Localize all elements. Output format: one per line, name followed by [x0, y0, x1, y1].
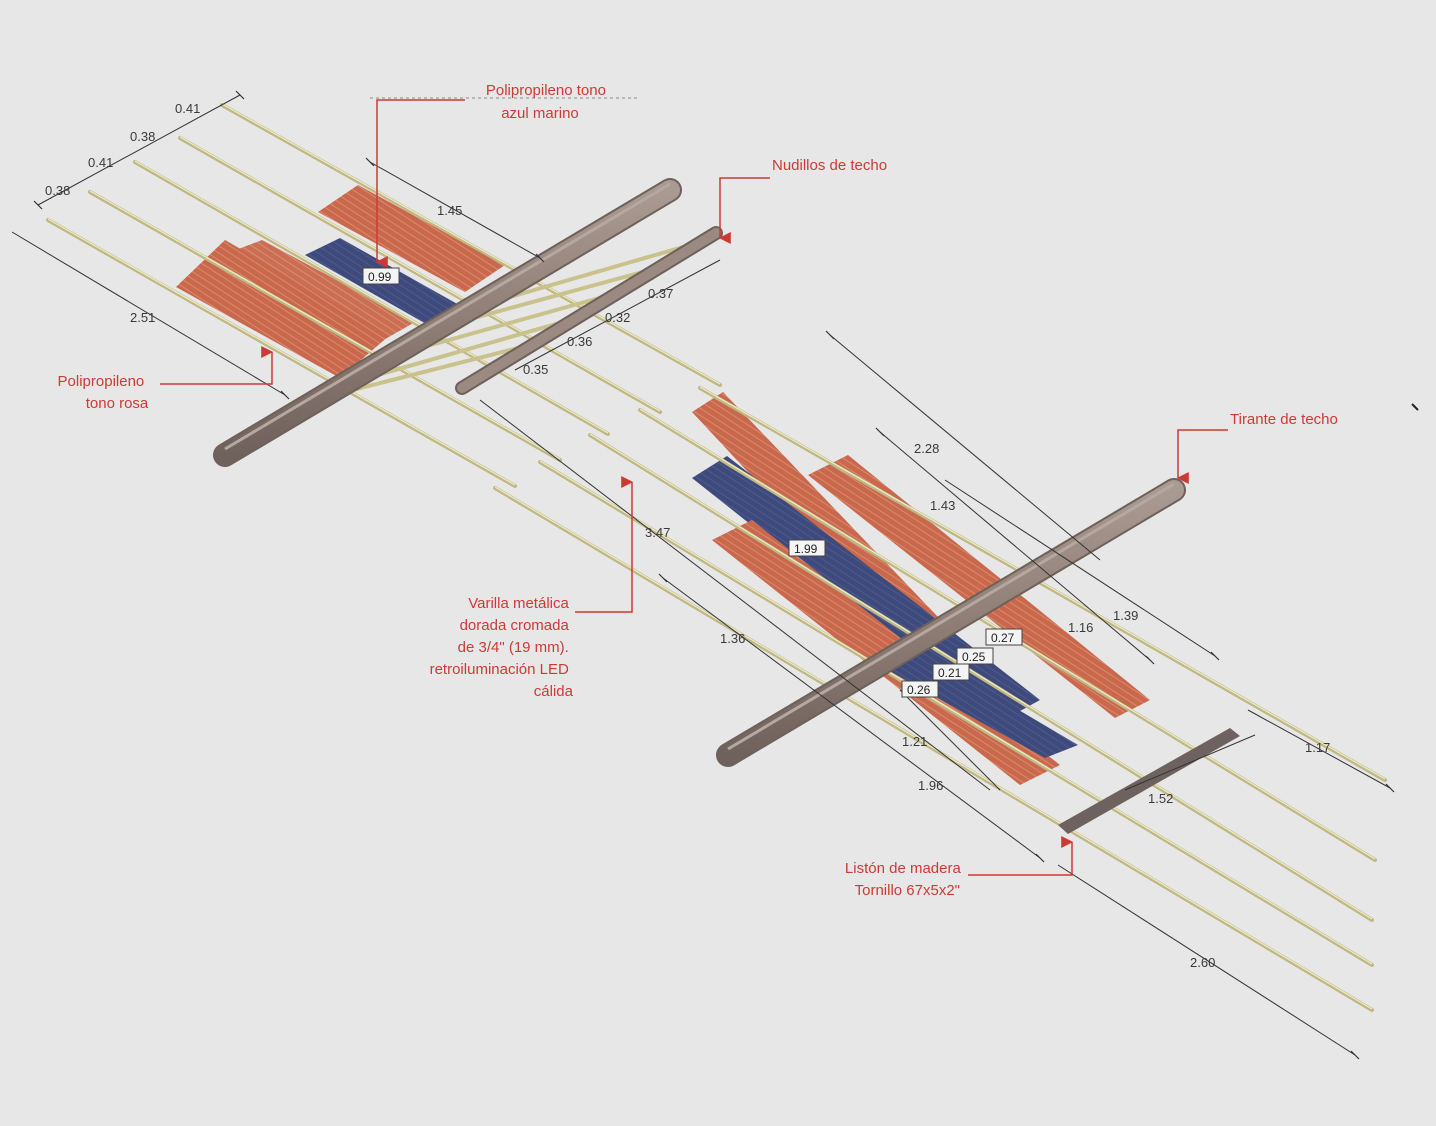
leader-nudillos	[718, 177, 770, 244]
dim-0-41: 0.41	[88, 155, 113, 170]
dim-1-17: 1.17	[1305, 740, 1330, 755]
dim-0-38: 0.38	[45, 183, 70, 198]
dim-1-43: 1.43	[930, 498, 955, 513]
dim-2-60: 2.60	[1190, 955, 1215, 970]
leader-liston	[968, 836, 1074, 876]
boxed-dimensions: 0.99 1.99 0.27 0.25 0.21 0.26	[362, 267, 1023, 698]
label-tirante: Tirante de techo	[1230, 411, 1338, 428]
dimension-ticks	[33, 90, 1395, 1060]
stray-mark	[1411, 403, 1419, 411]
dim-1-39: 1.39	[1113, 608, 1138, 623]
pink-panel-upper-mid	[215, 240, 415, 345]
box-0-27: 0.27	[991, 631, 1015, 645]
dimension-labels: 0.41 0.38 0.41 0.38 1.45 2.51 0.37 0.32 …	[45, 101, 1330, 970]
annotation-labels: Polipropileno tono azul marino Nudillos …	[58, 82, 1338, 899]
box-0-21: 0.21	[938, 666, 962, 680]
dim-1-16: 1.16	[1068, 620, 1093, 635]
dim-1-96: 1.96	[918, 778, 943, 793]
dim-3-47: 3.47	[645, 525, 670, 540]
label-liston: Listón de madera Tornillo 67x5x2"	[845, 860, 965, 899]
label-varilla: Varilla metálica dorada cromada de 3/4" …	[430, 595, 574, 700]
dim-1-36: 1.36	[720, 631, 745, 646]
leader-polipropileno-rosa	[160, 346, 274, 385]
dim-0-38-top: 0.38	[130, 129, 155, 144]
dim-2-51: 2.51	[130, 310, 155, 325]
leader-varilla	[575, 476, 634, 613]
dim-0-37: 0.37	[648, 286, 673, 301]
box-0-26: 0.26	[907, 683, 931, 697]
dim-1-21: 1.21	[902, 734, 927, 749]
dim-0-41-top: 0.41	[175, 101, 200, 116]
pink-panel-upper-left	[176, 240, 390, 378]
dim-0-32: 0.32	[605, 310, 630, 325]
beam-lower	[716, 478, 1186, 767]
box-0-99: 0.99	[368, 270, 392, 284]
upper-rods	[46, 103, 722, 488]
dim-0-35: 0.35	[523, 362, 548, 377]
box-1-99: 1.99	[794, 542, 818, 556]
label-polipropileno-azul: Polipropileno tono azul marino	[486, 82, 610, 122]
dimension-lines	[11, 94, 1391, 1056]
navy-panel-lower-bottom	[870, 640, 1078, 758]
wood-batten	[1058, 728, 1240, 834]
label-polipropileno-rosa: Polipropileno tono rosa	[58, 373, 149, 412]
beam-upper	[213, 178, 682, 467]
dim-1-52: 1.52	[1148, 791, 1173, 806]
dim-2-28: 2.28	[914, 441, 939, 456]
dim-1-45: 1.45	[437, 203, 462, 218]
box-0-25: 0.25	[962, 650, 986, 664]
pink-panel-upper-right	[318, 185, 505, 292]
pink-panel-lower-right	[808, 455, 1150, 718]
annotation-leaders	[160, 99, 1228, 876]
knuckle-beam	[455, 226, 723, 395]
leader-polipropileno-azul	[375, 99, 465, 268]
navy-panel-lower	[692, 456, 1040, 722]
dim-0-36: 0.36	[567, 334, 592, 349]
label-nudillos: Nudillos de techo	[772, 157, 887, 174]
leader-tirante	[1176, 429, 1228, 484]
